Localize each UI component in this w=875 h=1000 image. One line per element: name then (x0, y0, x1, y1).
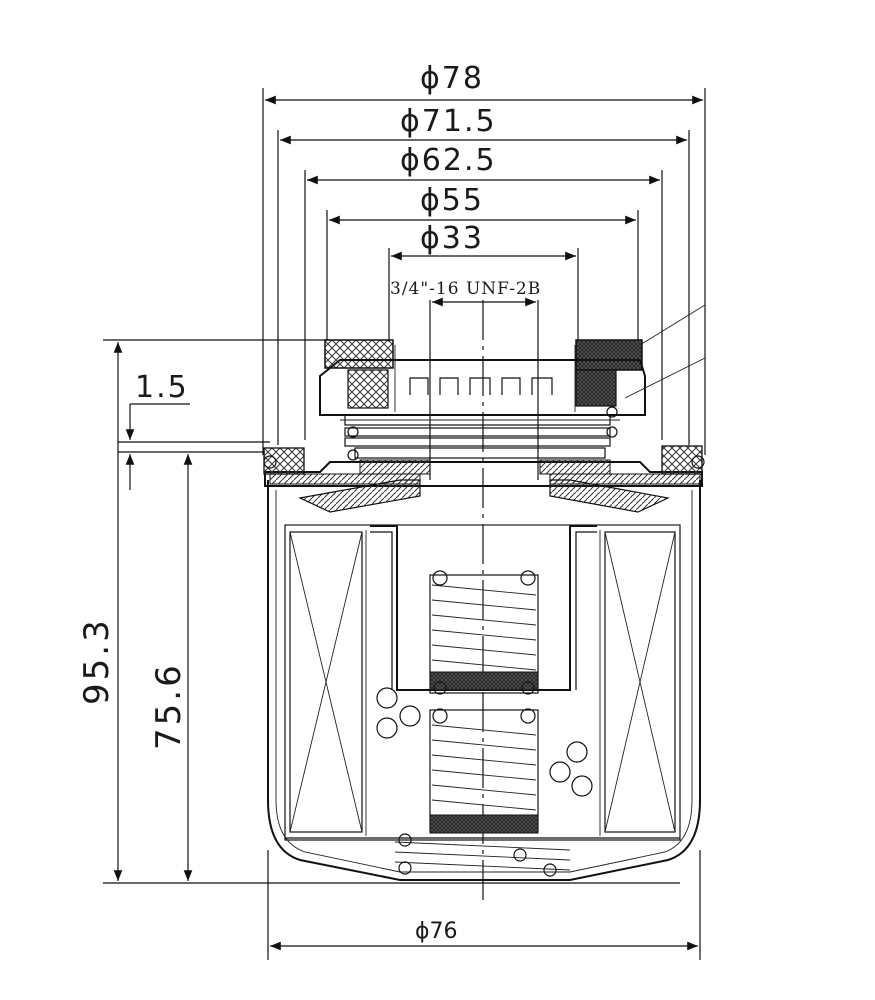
dim-total-height: 95.3 (77, 617, 117, 705)
bottom-diameter-dimension (267, 850, 701, 960)
bypass-springs (429, 570, 539, 834)
dim-thread-spec: 3/4"-16 UNF-2B (390, 279, 541, 299)
leader-lines (624, 304, 706, 399)
dim-diameter-78: ϕ78 (420, 61, 484, 96)
perforation-holes (376, 687, 593, 797)
height-dimensions (103, 339, 680, 884)
dim-diameter-33: ϕ33 (420, 221, 484, 256)
dim-gasket-thickness: 1.5 (135, 370, 189, 405)
filter-element (284, 524, 681, 841)
threaded-cover (319, 345, 646, 475)
bottom-spring (394, 833, 571, 877)
dim-diameter-55: ϕ55 (420, 183, 484, 218)
dim-body-height: 75.6 (149, 662, 189, 750)
seal-gaskets (263, 339, 705, 475)
filter-housing (264, 461, 703, 881)
dim-diameter-62-5: ϕ62.5 (400, 143, 497, 178)
dim-diameter-71-5: ϕ71.5 (400, 104, 497, 139)
dim-diameter-76: ϕ76 (415, 919, 458, 944)
top-diameter-dimensions (262, 88, 706, 480)
